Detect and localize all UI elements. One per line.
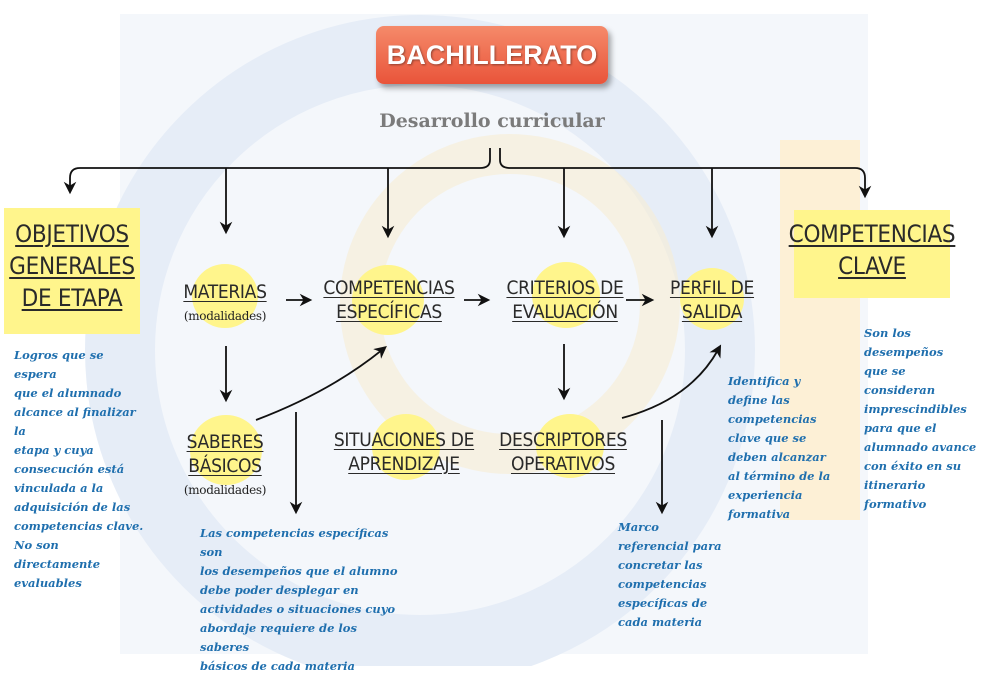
branch-objetivos <box>63 148 491 195</box>
highlight-objetivos <box>4 208 140 334</box>
note-competencias-especificas-line: Las competencias específicas son <box>200 526 389 559</box>
note-perfil-line: Identifica y <box>728 374 801 388</box>
note-perfil-line: al término de la <box>728 469 831 483</box>
note-descriptores-line: referencial para <box>618 539 722 553</box>
highlight-descriptores <box>536 414 604 478</box>
note-descriptores-line: específicas de <box>618 596 708 610</box>
node-criterios: CRITERIOS DE EVALUACIÓN <box>498 276 632 324</box>
note-objetivos-line: Logros que se espera <box>14 348 104 381</box>
note-objetivos-line: consecución está <box>14 462 125 476</box>
note-competencias-especificas-line: los desempeños que el alumno <box>200 564 398 578</box>
highlight-saberes <box>190 415 262 485</box>
node-competencias-especificas-line-2: ESPECÍFICAS <box>336 301 442 323</box>
note-perfil-line: formativa <box>728 507 791 521</box>
note-descriptores-line: cada materia <box>618 615 703 629</box>
curve-saberes-competencias <box>255 346 387 421</box>
note-perfil-line: competencias <box>728 412 817 426</box>
note-perfil: Identifica y define las competencias cla… <box>728 372 832 524</box>
node-perfil-line-1: PERFIL DE <box>669 277 755 299</box>
note-competencias-clave-line: imprescindibles <box>864 402 967 416</box>
note-competencias-clave-line: itinerario formativo <box>864 478 927 511</box>
node-saberes-sub: (modalidades) <box>183 483 267 497</box>
node-competencias-clave: COMPETENCIAS CLAVE <box>788 218 956 282</box>
node-materias-sub: (modalidades) <box>183 309 267 323</box>
highlight-situaciones <box>372 414 440 480</box>
node-saberes-line-2: BÁSICOS <box>188 455 262 477</box>
node-materias-label: MATERIAS <box>183 281 267 303</box>
note-objetivos: Logros que se espera que el alumnado alc… <box>14 346 144 593</box>
note-competencias-clave-line: que se consideran <box>864 364 936 397</box>
node-criterios-line-2: EVALUACIÓN <box>512 301 618 323</box>
note-competencias-clave-line: para que el <box>864 421 937 435</box>
note-descriptores-line: concretar las <box>618 558 703 572</box>
watermark-bar <box>780 140 860 520</box>
title-box: BACHILLERATO <box>376 26 608 84</box>
node-saberes-line-1: SABERES <box>186 431 264 453</box>
node-situaciones-line-1: SITUACIONES DE <box>333 429 475 451</box>
note-perfil-line: clave que se <box>728 431 807 445</box>
highlight-competencias-especificas <box>352 265 424 335</box>
node-objetivos: OBJETIVOS GENERALES DE ETAPA <box>4 218 140 314</box>
note-descriptores: Marco referencial para concretar las com… <box>618 518 728 632</box>
note-competencias-especificas-line: debe poder desplegar en <box>200 583 359 597</box>
node-objetivos-line-1: OBJETIVOS <box>15 220 129 248</box>
node-perfil-line-2: SALIDA <box>681 301 743 323</box>
node-descriptores: DESCRIPTORES OPERATIVOS <box>494 428 632 476</box>
node-competencias-especificas: COMPETENCIAS ESPECÍFICAS <box>318 276 460 324</box>
node-descriptores-line-1: DESCRIPTORES <box>499 429 627 451</box>
node-saberes: SABERES BÁSICOS (modalidades) <box>172 430 278 502</box>
note-competencias-especificas-line: básicos de cada materia <box>200 659 355 673</box>
node-perfil: PERFIL DE SALIDA <box>660 276 764 324</box>
note-perfil-line: deben alcanzar <box>728 450 826 464</box>
note-competencias-especificas-line: abordaje requiere de los saberes <box>200 621 357 654</box>
note-objetivos-line: competencias clave. <box>14 519 144 533</box>
note-descriptores-line: Marco <box>618 520 659 534</box>
highlight-perfil <box>680 268 744 330</box>
node-objetivos-line-3: DE ETAPA <box>21 284 123 312</box>
curve-descriptores-perfil <box>621 344 722 419</box>
note-descriptores-line: competencias <box>618 577 707 591</box>
subtitle: Desarrollo curricular <box>379 110 605 132</box>
node-competencias-clave-line-1: COMPETENCIAS <box>788 220 956 248</box>
node-materias: MATERIAS (modalidades) <box>170 280 280 328</box>
node-criterios-line-1: CRITERIOS DE <box>506 277 624 299</box>
node-descriptores-line-2: OPERATIVOS <box>510 453 615 475</box>
node-objetivos-line-2: GENERALES <box>9 252 135 280</box>
branch-competencias-clave <box>499 148 872 199</box>
note-objetivos-line: vinculada a la <box>14 481 104 495</box>
note-objetivos-line: etapa y cuya <box>14 443 94 457</box>
node-situaciones-line-2: APRENDIZAJE <box>348 453 460 475</box>
note-competencias-clave-line: Son los desempeños <box>864 326 944 359</box>
note-objetivos-line: evaluables <box>14 576 82 590</box>
note-competencias-especificas: Las competencias específicas son los des… <box>200 524 400 676</box>
note-objetivos-line: alcance al finalizar la <box>14 405 136 438</box>
note-perfil-line: define las <box>728 393 790 407</box>
highlight-materias <box>192 264 258 328</box>
note-objetivos-line: No son directamente <box>14 538 101 571</box>
note-perfil-line: experiencia <box>728 488 803 502</box>
note-objetivos-line: que el alumnado <box>14 386 122 400</box>
title: BACHILLERATO <box>386 39 598 70</box>
highlight-competencias-clave <box>794 210 950 298</box>
note-competencias-clave-line: con éxito en su <box>864 459 962 473</box>
note-competencias-clave: Son los desempeños que se consideran imp… <box>864 324 980 514</box>
note-competencias-clave-line: alumnado avance <box>864 440 977 454</box>
note-competencias-especificas-line: actividades o situaciones cuyo <box>200 602 396 616</box>
node-situaciones: SITUACIONES DE APRENDIZAJE <box>330 428 478 476</box>
node-competencias-clave-line-2: CLAVE <box>838 252 906 280</box>
node-competencias-especificas-line-1: COMPETENCIAS <box>323 277 455 299</box>
highlight-criterios <box>532 262 600 328</box>
note-objetivos-line: adquisición de las <box>14 500 131 514</box>
